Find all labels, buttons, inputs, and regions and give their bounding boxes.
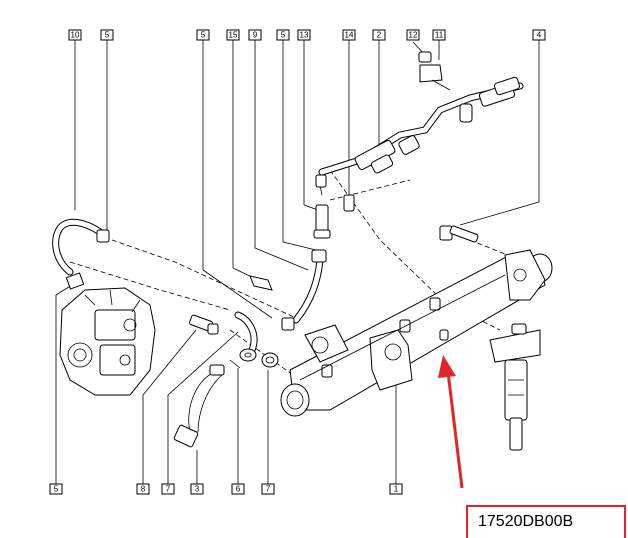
part-number-box: 17520DB00B — [466, 505, 626, 538]
callout-label: 5 — [105, 31, 110, 40]
leader-lines — [55, 40, 540, 484]
callout-5-top-right: 5 — [276, 29, 290, 41]
callout-label: 5 — [201, 31, 206, 40]
callout-8: 8 — [136, 483, 150, 495]
callout-label: 8 — [141, 485, 146, 494]
injector — [489, 323, 541, 451]
callout-15: 15 — [226, 29, 240, 41]
callout-label: 1 — [394, 485, 399, 494]
injector-return-line — [315, 76, 524, 196]
callout-label: 5 — [281, 31, 286, 40]
callout-7-left: 7 — [161, 483, 175, 495]
callout-10: 10 — [68, 29, 82, 41]
callout-label: 7 — [166, 485, 171, 494]
callout-5-top-middle: 5 — [196, 29, 210, 41]
callout-5-bottom: 5 — [49, 483, 63, 495]
rail-bolt — [439, 225, 479, 243]
callout-14: 14 — [342, 29, 356, 41]
callout-1: 1 — [389, 483, 403, 495]
callout-label: 12 — [409, 31, 418, 40]
callout-3: 3 — [190, 483, 204, 495]
callout-label: 15 — [229, 31, 238, 40]
callout-label: 3 — [195, 485, 200, 494]
callout-label: 11 — [435, 31, 444, 40]
callout-label: 4 — [537, 31, 542, 40]
callout-7-right: 7 — [261, 483, 275, 495]
union-fitting — [189, 314, 219, 335]
sensor-14 — [343, 194, 355, 212]
callout-label: 7 — [266, 485, 271, 494]
callout-11: 11 — [432, 29, 446, 41]
washer-pipe — [234, 311, 258, 362]
sensor-harness — [173, 359, 241, 448]
callout-4: 4 — [532, 29, 546, 41]
clip-15 — [249, 275, 273, 291]
callout-label: 14 — [345, 31, 354, 40]
valve-13 — [313, 204, 331, 239]
callout-12: 12 — [406, 29, 420, 41]
callout-label: 9 — [253, 31, 258, 40]
callout-label: 5 — [54, 485, 59, 494]
feed-pipe — [281, 249, 327, 331]
seal-ring — [261, 352, 279, 368]
part-number: 17520DB00B — [478, 513, 574, 530]
callout-label: 13 — [300, 31, 309, 40]
callout-label: 2 — [377, 31, 382, 40]
callout-2: 2 — [372, 29, 386, 41]
callout-5-top-left: 5 — [100, 29, 114, 41]
callout-9: 9 — [248, 29, 262, 41]
high-pressure-pump — [59, 272, 156, 396]
callout-label: 6 — [236, 485, 241, 494]
callout-label: 10 — [71, 31, 80, 40]
callout-13: 13 — [297, 29, 311, 41]
pump-return-hose — [52, 218, 110, 276]
callout-6: 6 — [231, 483, 245, 495]
highlight-arrow — [438, 355, 464, 489]
bracket-and-bolt — [418, 51, 451, 91]
fuel-rail — [280, 249, 553, 417]
